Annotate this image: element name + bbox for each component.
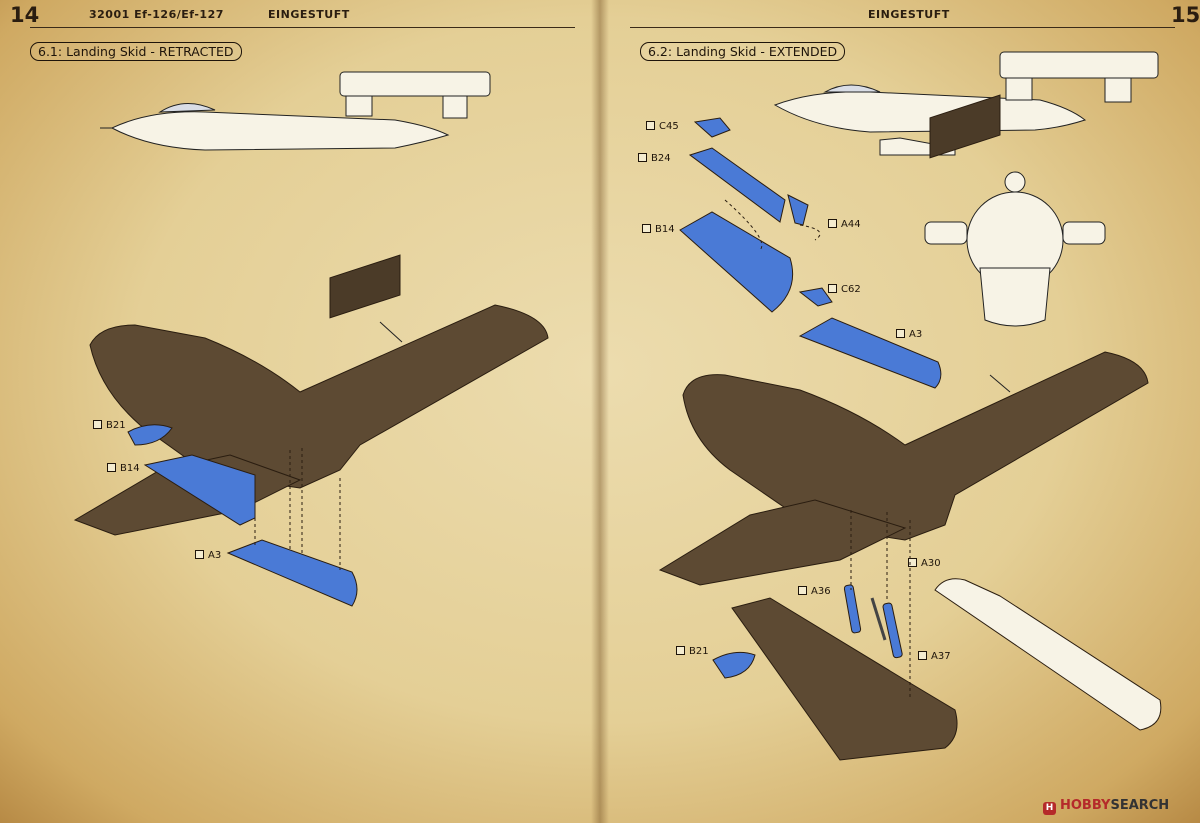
left-page: 14 32001 Ef-126/Ef-127 EINGESTUFT 6.1: L… [10, 3, 575, 561]
exploded-parts-right [679, 117, 942, 389]
part-label: B24 [638, 153, 671, 164]
part-label: A3 [896, 329, 922, 340]
page-number: 14 [10, 3, 40, 27]
part-label: A36 [798, 586, 831, 597]
checkbox-icon [676, 646, 685, 655]
aircraft-side-view-retracted [100, 71, 491, 151]
part-label: A37 [918, 651, 951, 662]
step-label: 6.1: Landing Skid - RETRACTED [30, 42, 242, 61]
part-label: A30 [908, 558, 941, 569]
checkbox-icon [642, 224, 651, 233]
aircraft-front-view [924, 171, 1106, 327]
new-part-a3 [226, 539, 358, 607]
aircraft-underside-extended [658, 94, 1162, 761]
new-part-a36 [843, 584, 862, 634]
part-label: B14 [107, 463, 140, 474]
step-label: 6.2: Landing Skid - EXTENDED [640, 42, 846, 61]
checkbox-icon [798, 586, 807, 595]
right-page: 15 EINGESTUFT 6.2: Landing Skid - EXTEND… [600, 0, 1200, 823]
part-label: B14 [642, 224, 675, 235]
checkbox-icon [646, 121, 655, 130]
new-part-b21-right [712, 651, 756, 679]
checkbox-icon [908, 558, 917, 567]
new-part-b21 [127, 424, 173, 446]
checkbox-icon [107, 463, 116, 472]
checkbox-icon [828, 219, 837, 228]
checkbox-icon [896, 329, 905, 338]
page-header-title: EINGESTUFT [868, 8, 950, 21]
new-part-b14 [143, 454, 256, 526]
new-part-a30 [870, 597, 887, 641]
page-number: 15 [1171, 3, 1200, 27]
book-spine [591, 0, 609, 823]
part-label: C62 [828, 284, 861, 295]
page-header-title: EINGESTUFT [268, 8, 350, 21]
header-rule [30, 27, 575, 28]
header-rule [630, 27, 1175, 28]
checkbox-icon [828, 284, 837, 293]
part-label: A44 [828, 219, 861, 230]
document-code: 32001 Ef-126/Ef-127 [89, 8, 224, 21]
new-part-a37 [882, 602, 903, 659]
part-label: B21 [676, 646, 709, 657]
checkbox-icon [638, 153, 647, 162]
part-label: B21 [93, 420, 126, 431]
checkbox-icon [918, 651, 927, 660]
checkbox-icon [195, 550, 204, 559]
aircraft-underside-retracted [73, 254, 549, 607]
part-label: A3 [195, 550, 221, 561]
hobby-search-logo-icon: H [1043, 802, 1056, 815]
aircraft-side-view-extended [773, 51, 1159, 156]
part-label: C45 [646, 121, 679, 132]
checkbox-icon [93, 420, 102, 429]
